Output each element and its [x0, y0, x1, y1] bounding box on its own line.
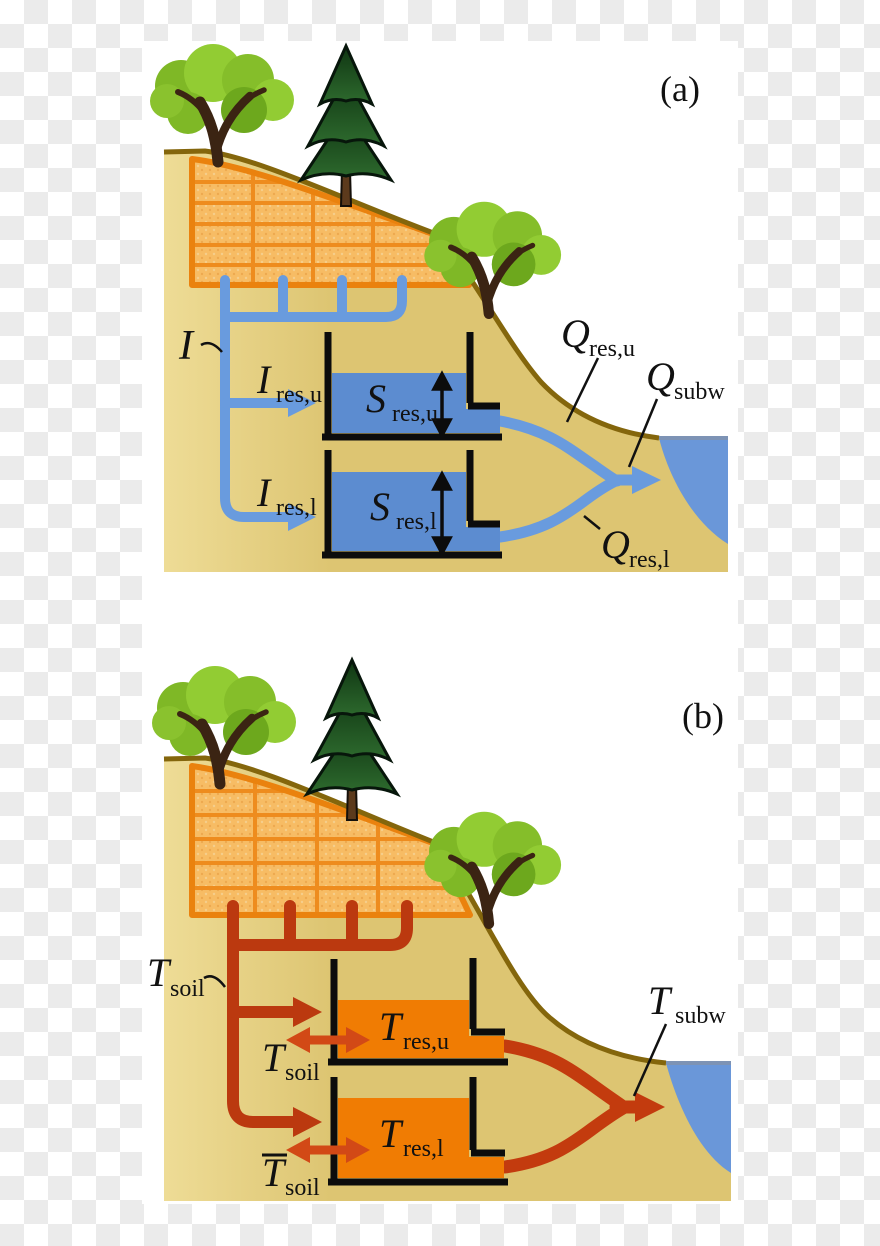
exchange-temp-upper-label: T	[262, 1035, 287, 1080]
reservoir-upper-a	[322, 332, 502, 441]
reservoir-lower-a	[322, 450, 502, 559]
outflow-lower-label: Q	[601, 522, 630, 567]
subsurface-temp-label: T	[648, 978, 673, 1023]
soil-heat-pipes-b	[227, 900, 413, 1137]
heat-lower-arrowhead	[293, 1107, 322, 1137]
storage-lower-sub: res,l	[396, 509, 437, 535]
exchange-temp-lower-label: T	[262, 1150, 287, 1195]
temperature-fill-lower	[338, 1098, 504, 1178]
reservoir-lower-b	[328, 1077, 508, 1186]
infiltration-pipes-a	[220, 275, 407, 531]
slope-line-b	[163, 755, 667, 1066]
water-body-b	[666, 1061, 731, 1173]
panel-a: (a) I I res,u I res,l S res,u S res,l Q …	[150, 44, 728, 573]
heat-upper-arrowhead	[293, 997, 322, 1027]
storage-fill-upper	[332, 373, 500, 433]
storage-lower-label: S	[370, 484, 390, 529]
subsurface-arrowhead-a	[632, 466, 661, 494]
outflow-streams-a	[494, 415, 661, 543]
soil-temperature-label: T	[147, 950, 172, 995]
storage-level-arrow-upper	[431, 370, 453, 439]
outflow-subsurface-label: Q	[646, 354, 675, 399]
reservoir-temp-upper-label: T	[379, 1004, 404, 1049]
reservoir-temp-lower-sub: res,l	[403, 1136, 444, 1162]
inflow-upper-label: I	[256, 357, 272, 402]
reservoir-temp-upper-sub: res,u	[403, 1029, 449, 1055]
outflow-streams-b	[498, 1039, 665, 1174]
outflow-upper-sub: res,u	[589, 336, 635, 362]
subsurface-arrowhead-b	[635, 1092, 665, 1122]
infiltration-pointer	[200, 341, 223, 353]
panel-a-tag: (a)	[660, 69, 700, 109]
water-body-a	[659, 436, 728, 544]
inflow-upper-sub: res,u	[276, 382, 322, 408]
storage-fill-lower	[332, 472, 500, 551]
storage-level-arrow-lower	[431, 470, 453, 557]
storage-upper-sub: res,u	[392, 401, 438, 427]
outflow-subsurface-pointer	[627, 398, 659, 468]
reservoir-temp-lower-label: T	[379, 1111, 404, 1156]
inflow-lower-label: I	[256, 470, 272, 515]
exchange-temp-upper-sub: soil	[285, 1060, 320, 1086]
soil-temperature-sub: soil	[170, 976, 205, 1002]
outflow-upper-pointer	[565, 357, 600, 423]
exchange-arrow-upper	[286, 1027, 370, 1053]
outflow-upper-label: Q	[561, 311, 590, 356]
inflow-upper-arrowhead	[288, 389, 316, 417]
infiltration-label: I	[178, 323, 195, 369]
soil-temperature-pointer	[203, 975, 227, 988]
outflow-subsurface-sub: subw	[674, 379, 725, 405]
inflow-lower-arrowhead	[288, 503, 316, 531]
storage-upper-label: S	[366, 376, 386, 421]
outflow-lower-sub: res,l	[629, 547, 670, 573]
temperature-fill-upper	[338, 1000, 504, 1058]
inflow-lower-sub: res,l	[276, 495, 317, 521]
subsurface-temp-sub: subw	[675, 1003, 726, 1029]
outflow-lower-pointer	[583, 515, 601, 530]
panel-b-tag: (b)	[682, 696, 724, 736]
exchange-arrow-lower	[286, 1137, 370, 1163]
reservoir-upper-b	[328, 958, 508, 1066]
exchange-temp-lower-sub: soil	[285, 1175, 320, 1201]
panel-b: (b) T soil T res,u T res,l T soil T soil…	[147, 658, 731, 1201]
subsurface-temp-pointer	[632, 1023, 668, 1097]
